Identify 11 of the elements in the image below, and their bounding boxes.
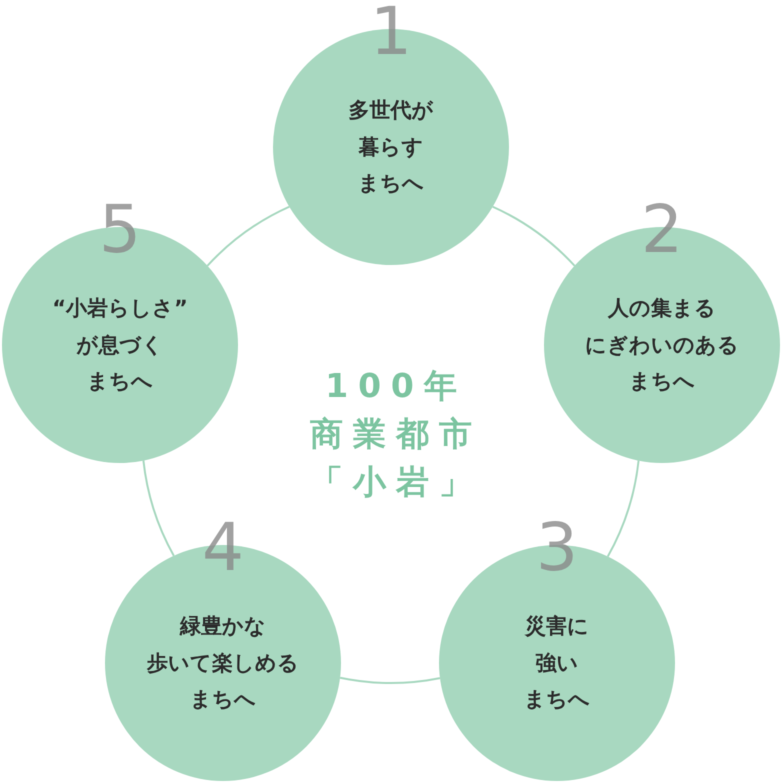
goal-text: 災害に強いまちへ [524,612,590,714]
goal-text: 緑豊かな歩いて楽しめるまちへ [147,612,299,714]
goal-text: 人の集まるにぎわいのあるまちへ [585,294,739,396]
center-title: 100年商業都市「小岩」 [309,365,482,503]
ring-connector [340,676,440,684]
ring-connector [606,460,640,557]
ring-connector [492,206,576,266]
goal-text: “小岩らしさ”が息づくまちへ [52,294,188,396]
goal-text: 多世代が暮らすまちへ [348,96,434,198]
ring-connector [142,460,175,556]
ring-connector [206,206,290,266]
